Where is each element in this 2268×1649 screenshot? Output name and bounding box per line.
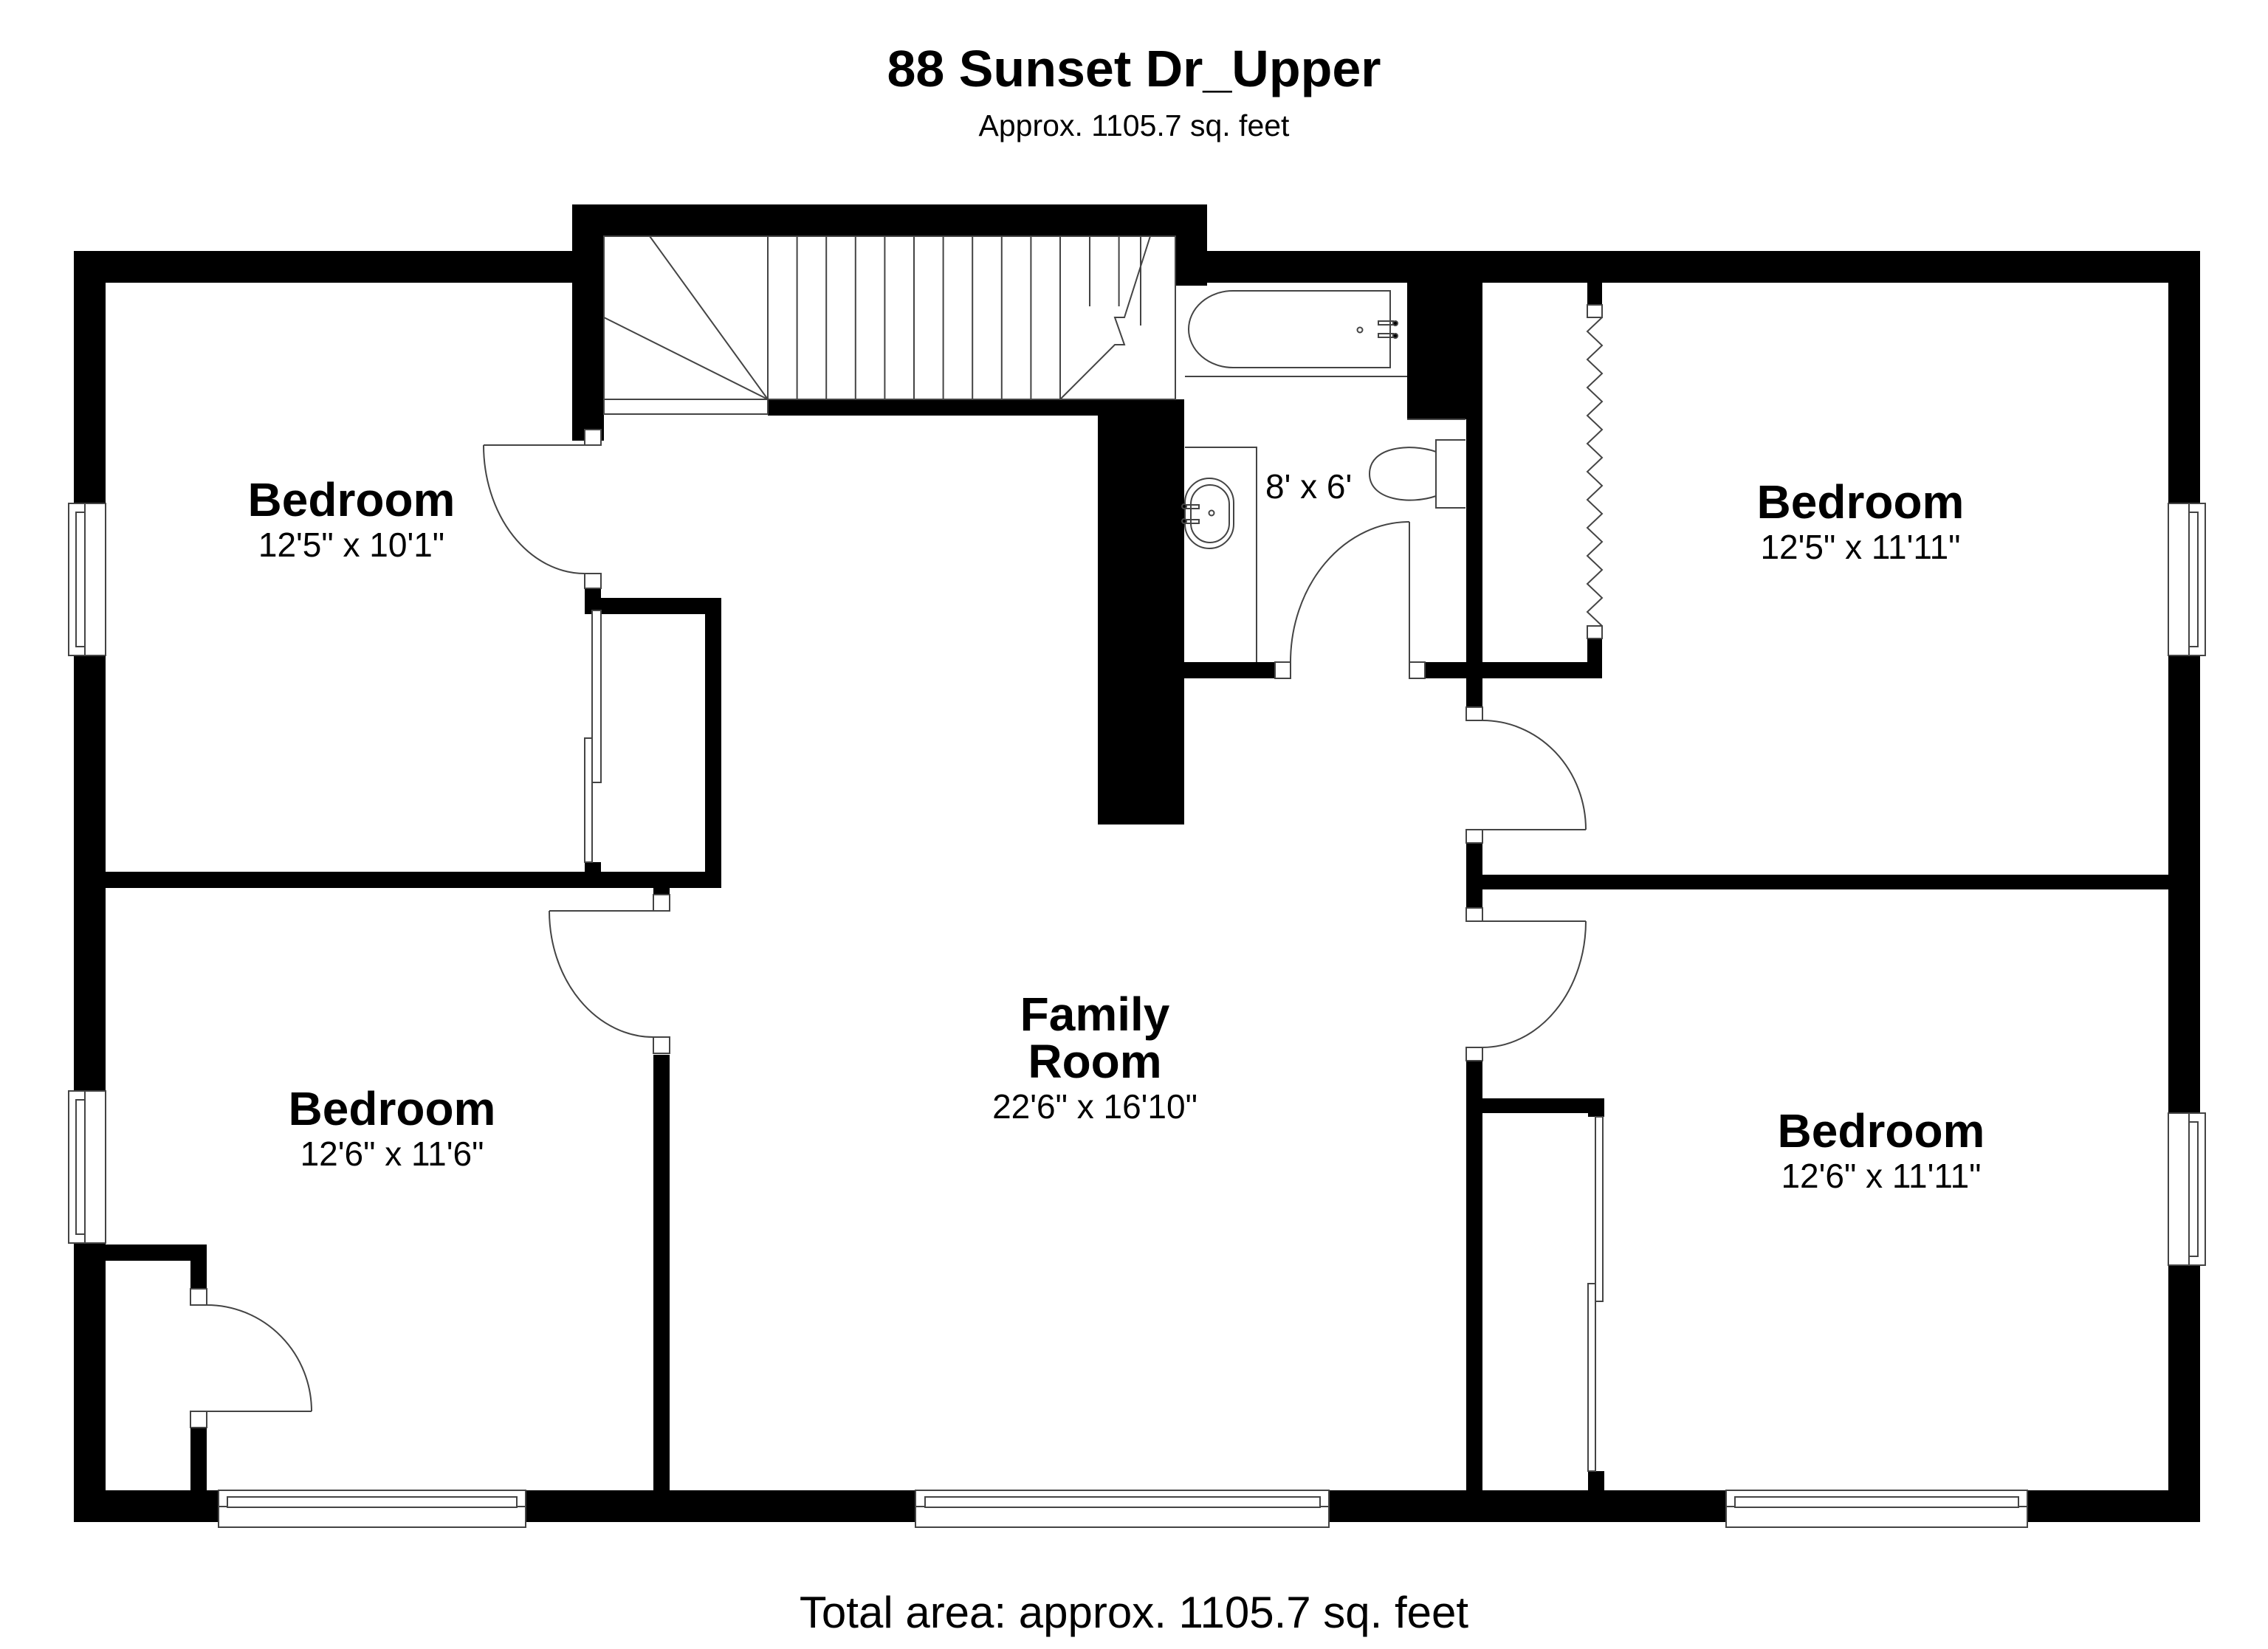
bathtub bbox=[1185, 290, 1407, 377]
chimney-column bbox=[1098, 399, 1184, 824]
wall-exterior-top-right bbox=[1175, 251, 2200, 283]
sliding-closet-doors-right[interactable] bbox=[1587, 1116, 1604, 1472]
wall-closet2-right-lower bbox=[190, 1428, 207, 1490]
wall-stair-bottom bbox=[768, 399, 1171, 416]
wall-closet4-right-upper bbox=[1588, 1098, 1604, 1117]
window-left-bottom bbox=[68, 1090, 106, 1244]
wall-right-vertical-top bbox=[1466, 674, 1482, 707]
wall-right-vertical-bottom bbox=[1466, 1061, 1482, 1490]
toilet bbox=[1368, 419, 1465, 509]
sliding-closet-doors-left[interactable] bbox=[584, 610, 602, 863]
wall-stair-top bbox=[572, 204, 1207, 236]
room-name: Bedroom bbox=[1756, 475, 1965, 529]
window-bottom-center bbox=[915, 1490, 1330, 1528]
wall-closet3-right-upper bbox=[1587, 283, 1602, 305]
bathroom-door[interactable] bbox=[1274, 521, 1426, 679]
walls bbox=[74, 204, 2200, 1522]
room-dimensions: 12'5" x 11'11" bbox=[1760, 528, 1961, 566]
bifold-closet-door[interactable] bbox=[1586, 304, 1604, 639]
wall-exterior-right bbox=[2168, 251, 2200, 1522]
wall-divider-right bbox=[1482, 875, 2168, 889]
wall-closet4-top bbox=[1482, 1098, 1604, 1113]
wall-bed2-right bbox=[653, 1055, 670, 1490]
wall-exterior-top-left bbox=[74, 251, 603, 283]
room-dimensions: 22'6" x 16'10" bbox=[992, 1087, 1197, 1126]
room-dimensions: 12'6" x 11'11" bbox=[1781, 1157, 1982, 1195]
wall-closet1-top bbox=[585, 598, 718, 614]
door-bedroom-bottom-left[interactable] bbox=[549, 894, 670, 1054]
room-label-bedroom-bottom-left: Bedroom 12'6" x 11'6" bbox=[289, 1085, 496, 1171]
total-area: Total area: approx. 1105.7 sq. feet bbox=[799, 1588, 1469, 1637]
wall-bath-bottom-left bbox=[1184, 662, 1277, 678]
room-dimensions: 12'5" x 10'1" bbox=[258, 526, 445, 564]
door-bedroom-top-left[interactable] bbox=[483, 429, 602, 589]
door-bedroom-top-right[interactable] bbox=[1465, 706, 1587, 844]
wall-bath-right bbox=[1466, 283, 1482, 674]
wall-bath-shaft bbox=[1407, 283, 1466, 419]
window-right-top bbox=[2168, 503, 2206, 656]
room-name-line1: Family bbox=[1020, 988, 1170, 1041]
wall-closet4-right-lower bbox=[1588, 1471, 1604, 1490]
sink bbox=[1181, 447, 1257, 662]
window-right-bottom bbox=[2168, 1112, 2206, 1266]
door-closet-bottom-left[interactable] bbox=[190, 1288, 312, 1428]
room-name-line2: Room bbox=[1028, 1035, 1162, 1088]
staircase bbox=[603, 235, 1176, 415]
windows bbox=[68, 503, 2206, 1528]
window-bottom-right bbox=[1725, 1490, 2028, 1528]
wall-closet3-right-lower bbox=[1587, 638, 1602, 678]
wall-closet2-right-upper bbox=[190, 1245, 207, 1289]
room-label-bathroom-dimensions: 8' x 6' bbox=[1265, 467, 1353, 506]
room-label-family-room: Family Room 22'6" x 16'10" bbox=[992, 991, 1197, 1123]
floor-plan-title: 88 Sunset Dr_Upper bbox=[887, 40, 1381, 97]
room-label-bedroom-bottom-right: Bedroom 12'6" x 11'11" bbox=[1778, 1107, 1985, 1193]
door-bedroom-bottom-right[interactable] bbox=[1465, 907, 1587, 1061]
wall-closet3-bottom bbox=[1482, 662, 1602, 678]
room-label-bedroom-top-right: Bedroom 12'5" x 11'11" bbox=[1757, 478, 1965, 564]
room-name: Bedroom bbox=[288, 1082, 496, 1135]
room-dimensions: 12'6" x 11'6" bbox=[300, 1135, 484, 1173]
wall-closet2-top bbox=[106, 1245, 207, 1261]
wall-exterior-left bbox=[74, 251, 106, 1522]
wall-bed1-right-upper bbox=[585, 283, 601, 445]
room-name: Bedroom bbox=[1777, 1104, 1985, 1157]
room-label-bedroom-top-left: Bedroom 12'5" x 10'1" bbox=[248, 476, 456, 562]
room-name: Bedroom bbox=[247, 473, 456, 526]
wall-divider-left bbox=[106, 872, 721, 888]
floor-plan-subtitle: Approx. 1105.7 sq. feet bbox=[978, 109, 1290, 142]
wall-closet1-right bbox=[705, 598, 721, 888]
wall-right-vertical-mid bbox=[1466, 843, 1482, 908]
window-left-top bbox=[68, 503, 106, 656]
window-bottom-left bbox=[218, 1490, 526, 1528]
